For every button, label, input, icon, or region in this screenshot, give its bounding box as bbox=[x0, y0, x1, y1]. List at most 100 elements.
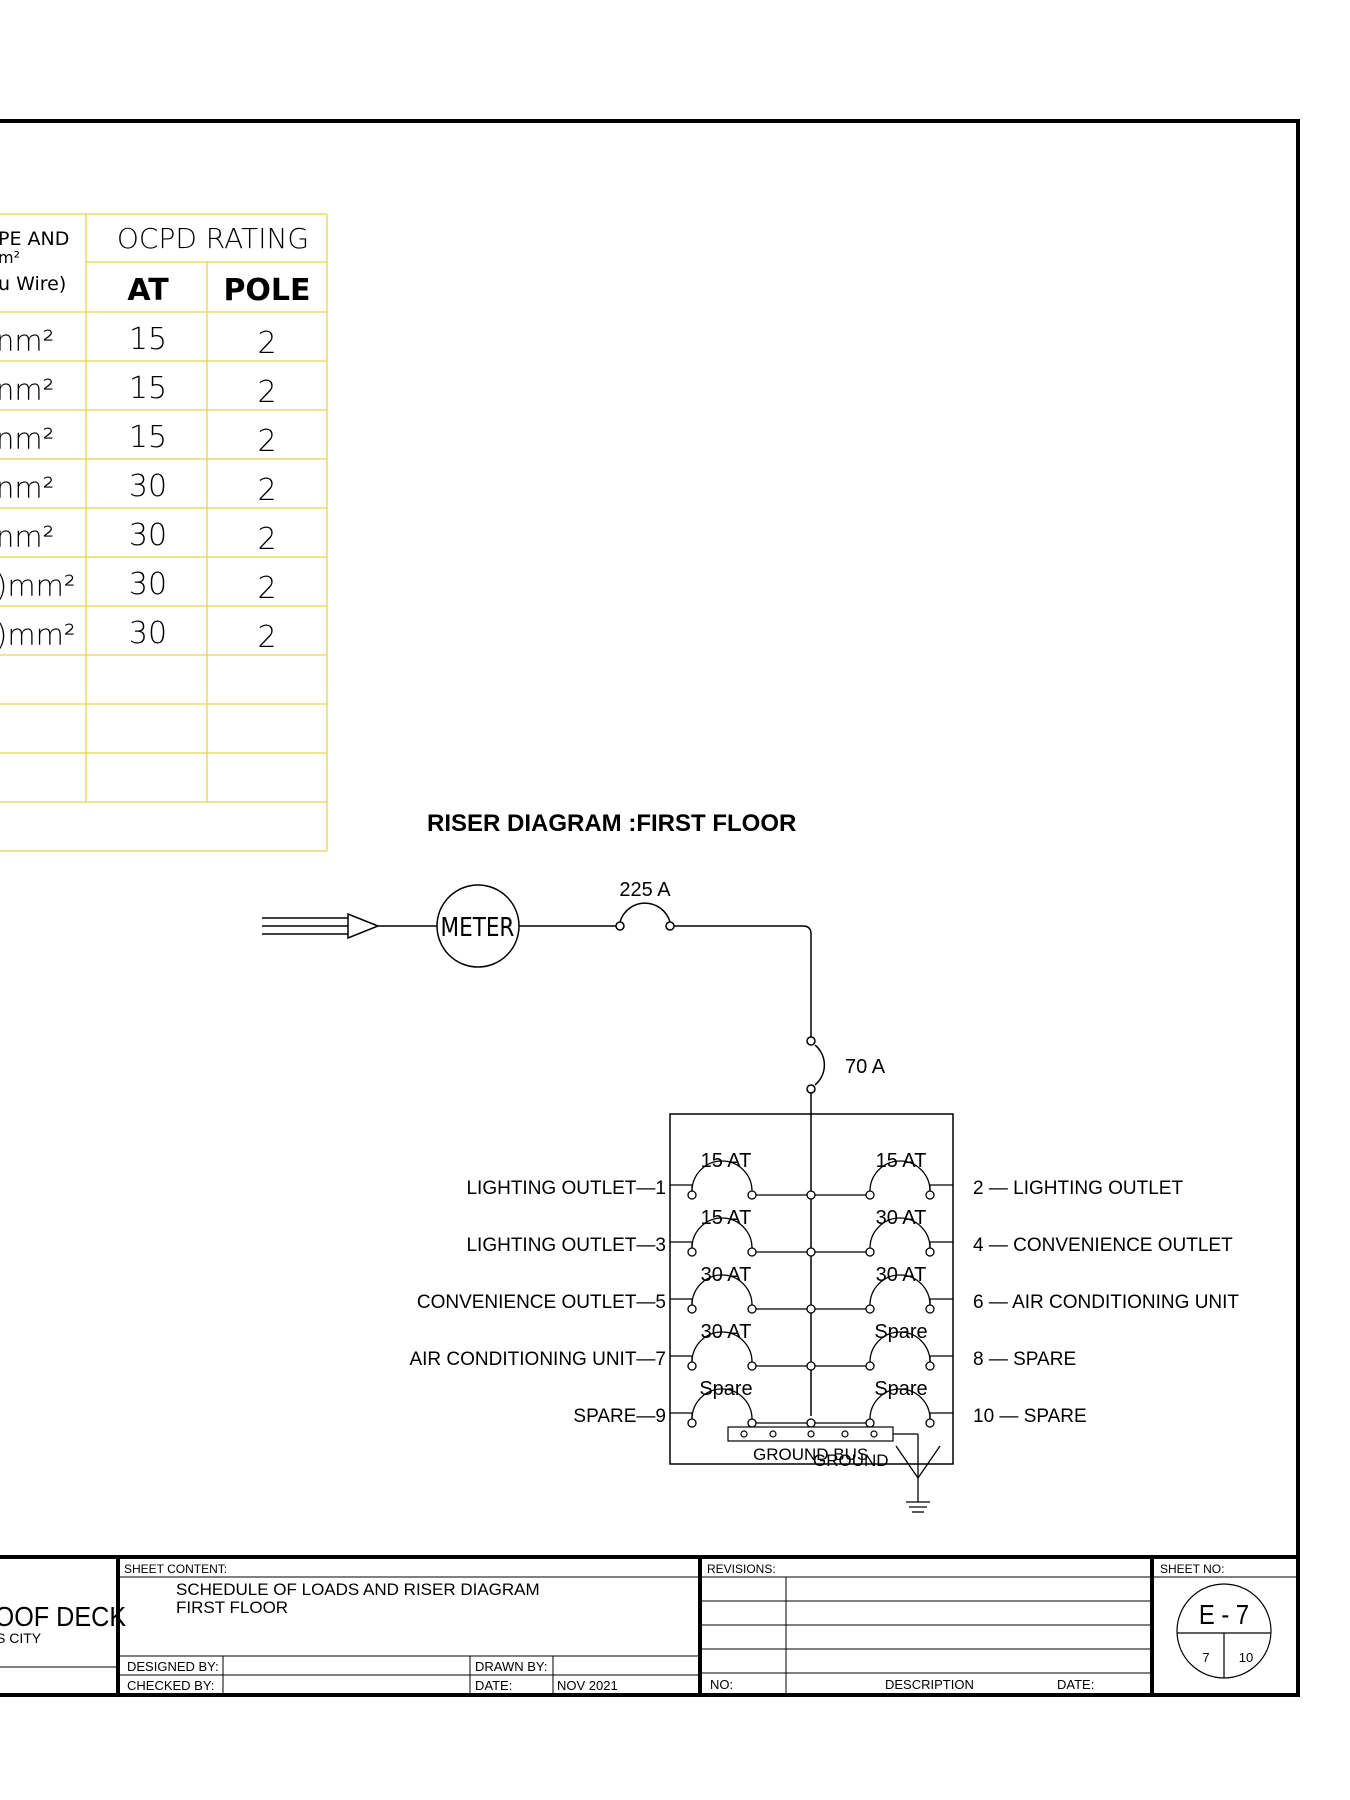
riser-diagram-title: RISER DIAGRAM :FIRST FLOOR bbox=[427, 810, 796, 837]
pole-cell: 2 bbox=[257, 326, 276, 361]
branch-circuit-left: 30 AT CONVENIENCE OUTLET—5 bbox=[417, 1264, 816, 1314]
ground-bus bbox=[727, 1426, 894, 1442]
title-block: OOF DECK S CITY SHEET CONTENT: SCHEDULE … bbox=[0, 1555, 1298, 1695]
panel-board bbox=[669, 1113, 954, 1465]
main-breaker-rating: 225 A bbox=[619, 879, 671, 901]
branch-circuit-left: 15 AT LIGHTING OUTLET—3 bbox=[466, 1207, 816, 1257]
circuit-label: 8 — SPARE bbox=[973, 1349, 1076, 1370]
revision-description-label: DESCRIPTION bbox=[885, 1677, 974, 1692]
project-name-partial: OOF DECK bbox=[0, 1601, 126, 1633]
branch-circuit-right: Spare 10 — SPARE bbox=[815, 1378, 1087, 1428]
ground-label: GROUND bbox=[813, 1451, 889, 1470]
branch-circuit-right: 30 AT 4 — CONVENIENCE OUTLET bbox=[815, 1207, 1233, 1257]
bus-node bbox=[806, 1418, 816, 1428]
sheet-number: E - 7 bbox=[1199, 1598, 1249, 1630]
branch-circuit-right: 15 AT 2 — LIGHTING OUTLET bbox=[815, 1150, 1183, 1200]
breaker-rating: 30 AT bbox=[701, 1321, 752, 1343]
bus-node bbox=[806, 1304, 816, 1314]
circuit-label: 6 — AIR CONDITIONING UNIT bbox=[973, 1292, 1239, 1313]
revisions-label: REVISIONS: bbox=[707, 1562, 776, 1576]
pole-cell: 2 bbox=[257, 620, 276, 655]
sheet-content-line2: FIRST FLOOR bbox=[176, 1598, 288, 1617]
circuit-label: SPARE—9 bbox=[573, 1406, 666, 1427]
sheet-content-label: SHEET CONTENT: bbox=[124, 1562, 227, 1576]
bus-node bbox=[806, 1361, 816, 1371]
sheet-content-line1: SCHEDULE OF LOADS AND RISER DIAGRAM bbox=[176, 1580, 540, 1599]
breaker-rating: 30 AT bbox=[876, 1207, 927, 1229]
sheet-frame bbox=[0, 119, 1300, 1697]
wire-size-cell: nm² bbox=[0, 471, 54, 505]
table-row: nm² 15 2 bbox=[0, 322, 277, 361]
table-row: )mm² 30 2 bbox=[0, 567, 277, 606]
breaker-rating: 15 AT bbox=[701, 1207, 752, 1229]
at-rating-cell: 30 bbox=[129, 616, 167, 651]
at-rating-cell: 30 bbox=[129, 518, 167, 553]
branch-circuit-left: 30 AT AIR CONDITIONING UNIT—7 bbox=[409, 1321, 816, 1371]
sheet-number-circle bbox=[1176, 1583, 1272, 1679]
table-row: nm² 30 2 bbox=[0, 469, 277, 508]
riser-diagram: RISER DIAGRAM :FIRST FLOOR METER 225 A bbox=[262, 810, 1239, 1513]
at-rating-cell: 30 bbox=[129, 567, 167, 602]
circuit-label: LIGHTING OUTLET—1 bbox=[466, 1178, 666, 1199]
ground-bus-label: GROUND BUS bbox=[753, 1445, 868, 1464]
table-header-pole: POLE bbox=[223, 273, 310, 308]
bus-node bbox=[806, 1247, 816, 1257]
wire-size-cell: nm² bbox=[0, 422, 54, 456]
wire-size-cell: nm² bbox=[0, 520, 54, 554]
pole-cell: 2 bbox=[257, 522, 276, 557]
breaker-rating: Spare bbox=[874, 1378, 927, 1400]
breaker-rating: 30 AT bbox=[701, 1264, 752, 1286]
table-row: )mm² 30 2 bbox=[0, 616, 277, 655]
meter: METER bbox=[436, 884, 520, 968]
panel-breaker-rating: 70 A bbox=[845, 1056, 886, 1078]
at-rating-cell: 15 bbox=[129, 371, 167, 406]
designed-by-label: DESIGNED BY: bbox=[127, 1659, 219, 1674]
schedule-of-loads-table: PE AND m² u Wire) OCPD RATING AT POLE nm… bbox=[0, 213, 328, 852]
sheet-total: 10 bbox=[1239, 1650, 1253, 1665]
wire-size-cell: )mm² bbox=[0, 618, 75, 652]
at-rating-cell: 30 bbox=[129, 469, 167, 504]
circuit-label: AIR CONDITIONING UNIT—7 bbox=[409, 1349, 666, 1370]
branch-circuit-right: Spare 8 — SPARE bbox=[815, 1321, 1076, 1371]
pole-cell: 2 bbox=[257, 424, 276, 459]
table-header-ocpd: OCPD RATING bbox=[117, 222, 309, 255]
wire-size-cell: nm² bbox=[0, 373, 54, 407]
project-location-partial: S CITY bbox=[0, 1630, 42, 1646]
circuit-label: LIGHTING OUTLET—3 bbox=[466, 1235, 666, 1256]
breaker-rating: 15 AT bbox=[876, 1150, 927, 1172]
wire-size-cell: nm² bbox=[0, 324, 54, 358]
circuit-label: 2 — LIGHTING OUTLET bbox=[973, 1178, 1183, 1199]
table-header-wire-unit-partial: m² bbox=[0, 248, 20, 267]
table-header-wire-partial-2: u Wire) bbox=[0, 273, 66, 295]
branch-circuit-right: 30 AT 6 — AIR CONDITIONING UNIT bbox=[815, 1264, 1239, 1314]
at-rating-cell: 15 bbox=[129, 322, 167, 357]
meter-label: METER bbox=[441, 912, 515, 942]
circuit-label: CONVENIENCE OUTLET—5 bbox=[417, 1292, 666, 1313]
pole-cell: 2 bbox=[257, 571, 276, 606]
checked-by-label: CHECKED BY: bbox=[127, 1678, 214, 1693]
at-rating-cell: 15 bbox=[129, 420, 167, 455]
revision-date-label: DATE: bbox=[1057, 1677, 1094, 1692]
drawn-by-label: DRAWN BY: bbox=[475, 1659, 547, 1674]
circuit-label: 4 — CONVENIENCE OUTLET bbox=[973, 1235, 1233, 1256]
service-entrance bbox=[262, 912, 437, 940]
pole-cell: 2 bbox=[257, 473, 276, 508]
pole-cell: 2 bbox=[257, 375, 276, 410]
breaker-rating: 30 AT bbox=[876, 1264, 927, 1286]
circuit-label: 10 — SPARE bbox=[973, 1406, 1087, 1427]
sheet-index: 7 bbox=[1202, 1650, 1209, 1665]
table-row: nm² 15 2 bbox=[0, 420, 277, 459]
wire-size-cell: )mm² bbox=[0, 569, 75, 603]
table-header-wire-partial: PE AND bbox=[0, 228, 69, 250]
date-label: DATE: bbox=[475, 1678, 512, 1693]
table-row: nm² 15 2 bbox=[0, 371, 277, 410]
date-value: NOV 2021 bbox=[557, 1678, 618, 1693]
main-feeder bbox=[519, 902, 826, 1416]
breaker-rating: Spare bbox=[874, 1321, 927, 1343]
ground-symbol bbox=[893, 1433, 941, 1513]
breaker-rating: 15 AT bbox=[701, 1150, 752, 1172]
table-grid bbox=[0, 213, 328, 852]
